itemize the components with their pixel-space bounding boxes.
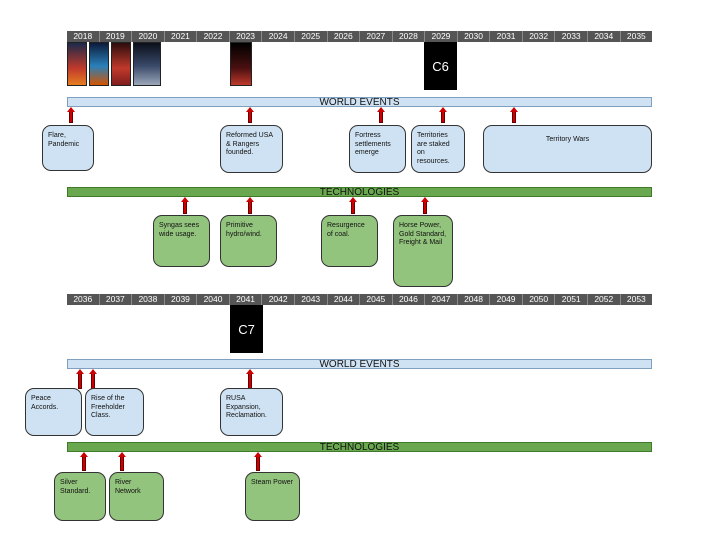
world-events-band-top: WORLD EVENTS [67,97,652,108]
year-label: 2051 [555,294,588,305]
book-cover-1 [67,42,87,86]
event-box-freeholder: Rise of the Freeholder Class. [85,388,144,436]
year-label: 2035 [626,31,646,41]
year-label: 2041 [230,294,263,305]
event-box-territory-wars: Territory Wars [483,125,652,173]
book-cover-5 [230,42,252,86]
tech-arrow-6 [118,452,126,471]
year-label: 2043 [295,294,328,305]
year-label: 2027 [360,31,393,42]
technologies-band-bottom: TECHNOLOGIES [67,442,652,453]
event-arrow-8 [246,369,254,389]
tech-arrow-1 [181,197,189,214]
year-label: 2038 [132,294,165,305]
year-label: 2033 [555,31,588,42]
year-label: 2019 [100,31,133,42]
book-cover-4 [133,42,161,86]
year-label: 2047 [425,294,458,305]
event-arrow-1 [67,107,75,123]
tech-arrow-4 [421,197,429,214]
year-label: 2030 [458,31,491,42]
book-cover-3 [111,42,131,86]
year-label: 2018 [67,31,100,42]
event-arrow-3 [377,107,385,123]
year-label: 2022 [197,31,230,42]
tech-arrow-2 [246,197,254,214]
tech-box-silver-standard: Silver Standard. [54,472,106,521]
year-label: 2048 [458,294,491,305]
event-arrow-7 [89,369,97,389]
year-label: 2050 [523,294,556,305]
year-label: 2029 [425,31,458,42]
year-label: 2045 [360,294,393,305]
event-box-rusa-expansion: RUSA Expansion, Reclamation. [220,388,283,436]
event-arrow-6 [76,369,84,389]
tech-arrow-3 [349,197,357,214]
year-label: 2046 [393,294,426,305]
year-label: 2020 [132,31,165,42]
year-label: 2031 [490,31,523,42]
year-label: 2025 [295,31,328,42]
event-arrow-4 [439,107,447,123]
year-label: 2053 [626,294,646,304]
year-label: 2042 [262,294,295,305]
event-box-fortress: Fortress settlements emerge [349,125,406,173]
year-label: 2037 [100,294,133,305]
event-box-peace-accords: Peace Accords. [25,388,82,436]
year-label: 2023 [230,31,263,42]
event-arrow-5 [510,107,518,123]
event-box-flare: Flare, Pandemic [42,125,94,171]
marker-c7: C7 [230,305,263,353]
year-label: 2024 [262,31,295,42]
technologies-band-top: TECHNOLOGIES [67,187,652,198]
year-label: 2026 [328,31,361,42]
year-label: 2052 [588,294,621,305]
tech-arrow-7 [254,452,262,471]
year-label: 2049 [490,294,523,305]
tech-arrow-5 [80,452,88,471]
tech-box-horse-power: Horse Power, Gold Standard, Freight & Ma… [393,215,453,287]
year-label: 2040 [197,294,230,305]
year-label: 2036 [67,294,100,305]
year-label: 2039 [165,294,198,305]
event-arrow-2 [246,107,254,123]
event-box-territories: Territories are staked on resources. [411,125,465,173]
tech-box-coal: Resurgence of coal. [321,215,378,267]
year-label: 2034 [588,31,621,42]
year-label: 2021 [165,31,198,42]
tech-box-syngas: Syngas sees wide usage. [153,215,210,267]
marker-c6: C6 [424,42,457,90]
world-events-band-bottom: WORLD EVENTS [67,359,652,370]
tech-box-hydro-wind: Primitive hydro/wind. [220,215,277,267]
tech-box-river-network: River Network [109,472,164,521]
book-cover-2 [89,42,109,86]
year-label: 2028 [393,31,426,42]
tech-box-steam-power: Steam Power [245,472,300,521]
year-label: 2032 [523,31,556,42]
event-box-reformed-usa: Reformed USA & Rangers founded. [220,125,283,173]
year-label: 2044 [328,294,361,305]
